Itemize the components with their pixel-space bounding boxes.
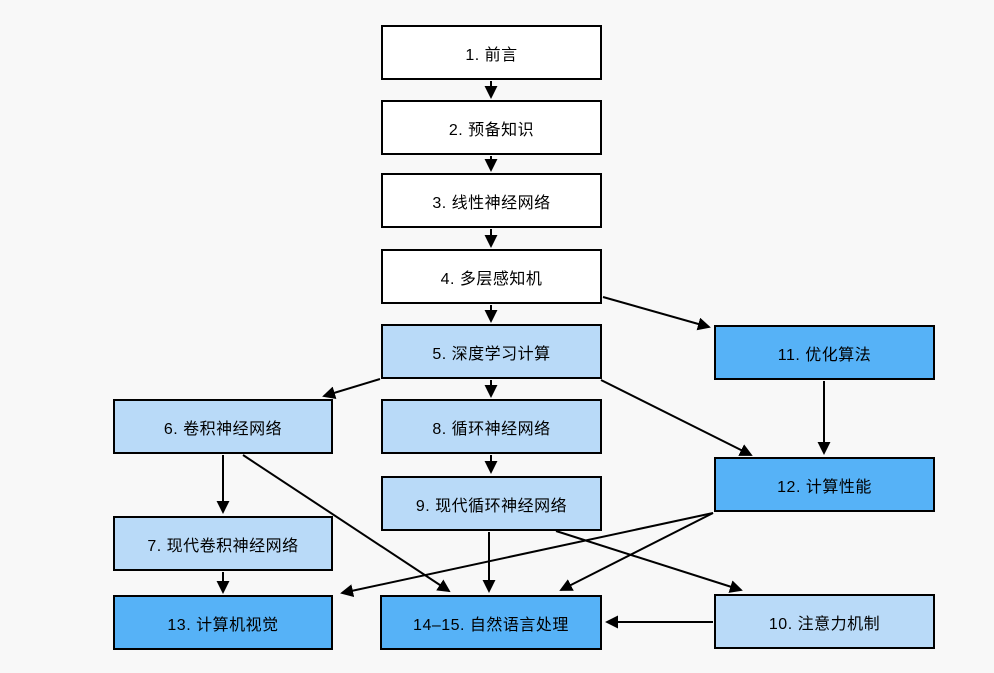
chapter-node-label: 3. 线性神经网络 <box>432 194 551 212</box>
chapter-node-label: 11. 优化算法 <box>777 346 872 364</box>
dependency-arrow-e-ch5-ch12 <box>600 379 753 456</box>
chapter-node-ch6: 6. 卷积神经网络 <box>113 399 333 454</box>
chapter-node-label: 6. 卷积神经网络 <box>163 420 283 438</box>
chapter-node-label: 2. 预备知识 <box>448 121 535 139</box>
chapter-node-label: 10. 注意力机制 <box>768 615 881 633</box>
dependency-arrow-e-ch6-ch1415 <box>242 454 451 593</box>
chapter-node-ch7: 7. 现代卷积神经网络 <box>113 516 333 571</box>
chapter-node-ch4: 4. 多层感知机 <box>381 249 602 304</box>
chapter-node-label: 5. 深度学习计算 <box>432 345 551 363</box>
chapter-node-label: 9. 现代循环神经网络 <box>415 497 568 515</box>
chapter-node-label: 4. 多层感知机 <box>440 270 543 288</box>
dependency-arrow-e-ch12-ch13 <box>340 512 714 598</box>
chapter-node-ch2: 2. 预备知识 <box>381 100 602 155</box>
chapter-node-label: 8. 循环神经网络 <box>432 420 551 438</box>
chapter-node-label: 7. 现代卷积神经网络 <box>147 537 299 555</box>
chapter-node-ch13: 13. 计算机视觉 <box>113 595 333 650</box>
chapter-node-ch5: 5. 深度学习计算 <box>381 324 602 379</box>
chapter-node-ch8: 8. 循环神经网络 <box>381 399 602 454</box>
chapter-node-ch10: 10. 注意力机制 <box>714 594 935 649</box>
chapter-node-ch12: 12. 计算性能 <box>714 457 935 512</box>
chapter-node-ch11: 11. 优化算法 <box>714 325 935 380</box>
dependency-arrow-e-ch4-ch11 <box>602 296 711 331</box>
chapter-node-label: 1. 前言 <box>465 46 518 64</box>
chapter-node-label: 12. 计算性能 <box>777 478 872 496</box>
chapter-node-label: 14–15. 自然语言处理 <box>413 616 569 634</box>
chapter-node-ch3: 3. 线性神经网络 <box>381 173 602 228</box>
dependency-arrow-e-ch5-ch6 <box>322 378 381 400</box>
chapter-node-ch9: 9. 现代循环神经网络 <box>381 476 602 531</box>
chapter-node-label: 13. 计算机视觉 <box>167 616 279 634</box>
dependency-arrow-e-ch12-ch1415 <box>559 512 714 591</box>
chapter-node-ch1: 1. 前言 <box>381 25 602 80</box>
chapter-node-ch1415: 14–15. 自然语言处理 <box>380 595 602 650</box>
